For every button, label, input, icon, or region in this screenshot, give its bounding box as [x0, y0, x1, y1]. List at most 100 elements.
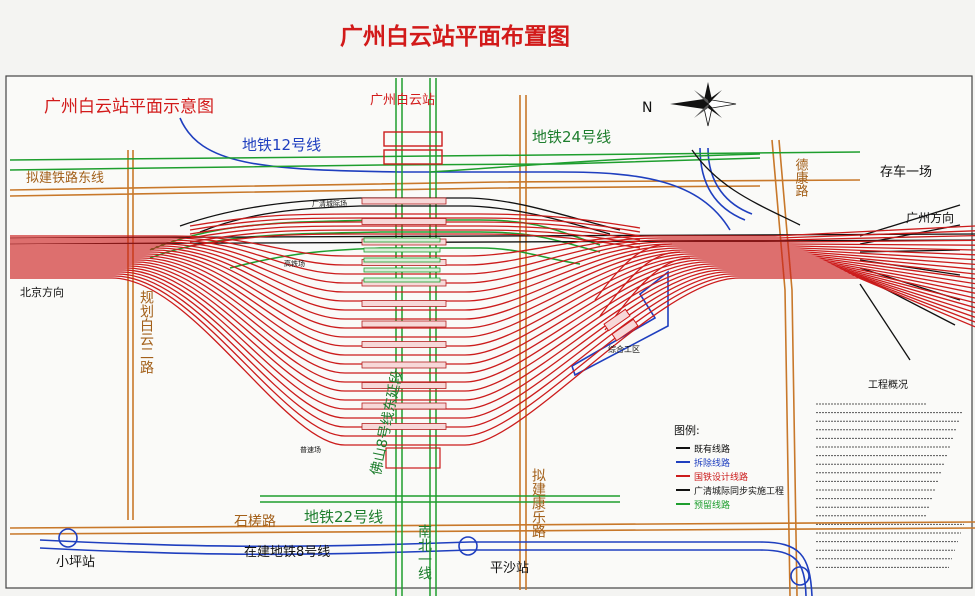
- platform: [363, 247, 441, 253]
- platform: [363, 277, 441, 283]
- metro-line12-label: 地铁12号线: [242, 136, 321, 154]
- red-track: [594, 243, 673, 301]
- station-building-bottom: [385, 447, 441, 469]
- legend-label: 国铁设计线路: [694, 471, 748, 483]
- black-yard-7: [859, 283, 911, 361]
- metro-line8-track-2: [39, 547, 807, 596]
- red-track: [599, 251, 681, 317]
- green-line24: [429, 153, 761, 173]
- direction-beijing-label: 北京方向: [20, 285, 64, 299]
- compass-point-sw: [694, 104, 709, 118]
- platform: [363, 267, 441, 273]
- red-track: [189, 233, 641, 249]
- red-track: [189, 221, 641, 237]
- red-track: [10, 251, 975, 329]
- road-rail-east-line-2: [9, 185, 761, 197]
- green-top-2: [9, 157, 761, 171]
- guangqing-yard-label: 广清城际场: [312, 199, 347, 208]
- red-track: [10, 257, 975, 356]
- road-shiqiao: [9, 521, 975, 529]
- metro-nanbei1-label: 南北一线: [416, 524, 432, 580]
- red-track: [189, 225, 641, 241]
- compass-point-se: [707, 104, 722, 118]
- red-track: [189, 213, 641, 229]
- platform: [361, 382, 447, 389]
- compass-point-ne: [707, 90, 722, 104]
- metro-line22-label: 地铁22号线: [304, 508, 383, 526]
- red-track: [10, 249, 975, 320]
- black-dekang-curve: [691, 149, 801, 226]
- compass-point-nw: [694, 90, 709, 104]
- station-circle-southeast: [790, 566, 810, 586]
- putie-label: 普速场: [300, 445, 321, 454]
- black-main-2: [9, 239, 975, 245]
- road-dekang-2: [778, 139, 798, 596]
- overview-title: 工程概况: [868, 378, 908, 391]
- red-track: [189, 229, 641, 245]
- metro-line24-label: 地铁24号线: [532, 128, 611, 146]
- red-track: [10, 247, 975, 311]
- legend-label: 既有线路: [694, 443, 730, 455]
- platform: [361, 361, 447, 369]
- station-circle-xiaoping: [58, 528, 78, 548]
- platform: [363, 237, 441, 243]
- red-track: [10, 267, 975, 401]
- road-shiqiao-2: [9, 527, 975, 535]
- north-label: N: [642, 100, 652, 116]
- red-track: [10, 269, 975, 410]
- red-track: [10, 271, 975, 419]
- direction-guangzhou-label: 广州方向: [906, 210, 954, 225]
- zonghe-label: 综合工区: [608, 344, 640, 354]
- station-name-label: 广州白云站: [370, 92, 435, 108]
- compass-point-n: [704, 82, 712, 104]
- road-dekang: [771, 139, 791, 596]
- station-building-top-2: [383, 149, 443, 165]
- platform: [361, 341, 447, 348]
- red-track: [10, 243, 975, 293]
- legend-title: 图例:: [674, 423, 700, 437]
- metro-dekang-blue-2: [707, 147, 753, 215]
- red-track: [10, 275, 975, 437]
- platform: [361, 300, 447, 307]
- red-track: [10, 253, 975, 338]
- red-track: [10, 259, 975, 365]
- platform: [363, 257, 441, 263]
- station-building-top: [383, 131, 443, 147]
- legend-label: 预留线路: [694, 499, 730, 511]
- black-yard-3: [859, 249, 961, 253]
- red-track: [10, 245, 975, 302]
- zonghe-shed-1: [603, 308, 631, 332]
- compass-rose: [670, 82, 737, 127]
- legend-label: 拆除线路: [694, 457, 730, 469]
- platform: [361, 320, 447, 328]
- black-guangqing-1: [179, 197, 621, 231]
- red-track: [10, 265, 975, 392]
- pingsha-label: 平沙站: [490, 561, 529, 576]
- red-track: [10, 255, 975, 347]
- zonghe-shed-2: [611, 318, 639, 342]
- sub-title: 广州白云站平面示意图: [44, 97, 214, 117]
- cunche-label: 存车一场: [880, 164, 932, 180]
- metro-zonghe-boundary: [571, 270, 669, 377]
- green-top-1: [9, 151, 861, 161]
- compass-point-s: [703, 103, 713, 127]
- legend-label: 广清城际同步实施工程: [694, 485, 784, 497]
- platform: [361, 218, 447, 225]
- compass-point-w: [670, 99, 708, 109]
- platform: [361, 197, 447, 205]
- xiaoping-label: 小坪站: [56, 555, 95, 570]
- road-shiqiao-label: 石槎路: [234, 514, 276, 530]
- red-track: [10, 263, 975, 383]
- red-track: [10, 230, 975, 266]
- red-track: [10, 277, 975, 446]
- platform: [361, 402, 447, 410]
- overview-text-lines: [816, 403, 964, 568]
- metro-line12-track: [179, 117, 731, 231]
- platform: [361, 423, 447, 430]
- red-track: [189, 217, 641, 233]
- main-title: 广州白云站平面布置图: [340, 23, 570, 50]
